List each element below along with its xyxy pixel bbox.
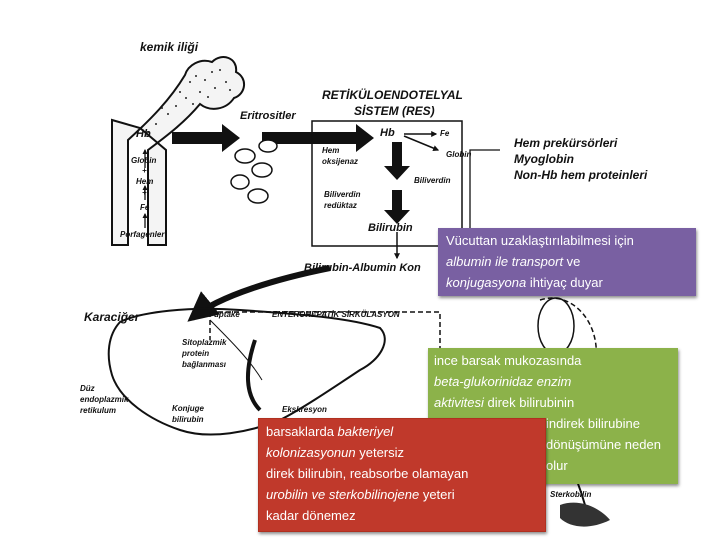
kidney-shape	[537, 297, 575, 355]
arrow-bone-to-erythrocytes	[172, 124, 240, 152]
smooth-er-line3: retikulum	[80, 406, 117, 415]
res-box	[311, 120, 463, 247]
red-callout-line3: direk bilirubin, reabsorbe olamayan	[266, 466, 469, 481]
red-callout-line1-plain: barsaklarda	[266, 424, 338, 439]
green-callout-line3-italic: aktivitesi	[434, 395, 484, 410]
hb-left-label: Hb	[136, 128, 151, 140]
bone-marrow-label: kemik iliği	[140, 40, 199, 54]
conjugated-line2: bilirubin	[172, 415, 204, 424]
green-callout-line4: indirek bilirubine	[546, 416, 640, 431]
albumin-transport-text: albumin ile transport	[446, 254, 564, 269]
excretion-path	[246, 339, 262, 412]
conjugated-line1: Konjuge	[172, 404, 204, 413]
green-callout-line3-rest: direk bilirubinin	[483, 395, 575, 410]
res-title-line2: SİSTEM (RES)	[354, 104, 435, 118]
plus-sign-1: +	[142, 166, 147, 175]
globin-left-label: Globin	[131, 156, 157, 165]
porfagenler-label: Porfagenler	[120, 230, 165, 239]
smooth-er-line2: endoplazmik	[80, 395, 129, 404]
bilirubin-albumin-label: Bilirubin-Albumin Kon	[304, 262, 421, 274]
hem-oxygenase-line1: Hem	[322, 146, 340, 155]
liver-label: Karaciğer	[84, 310, 140, 324]
red-callout-line1-italic: bakteriyel	[337, 424, 394, 439]
liver-hatching	[209, 319, 263, 381]
red-callout-line4-italic: urobilin ve sterkobilinojene	[266, 487, 420, 502]
arrow-hb-to-globin	[403, 135, 440, 151]
hem-oxygenase-line2: oksijenaz	[322, 157, 359, 166]
enterohepatic-label: ENTEROHEPATİK SİRKÜLASYON	[272, 310, 400, 319]
red-callout-line4-rest: yeteri	[419, 487, 455, 502]
arrow-hb-to-biliverdin	[384, 142, 410, 180]
hb-res-label: Hb	[380, 127, 395, 139]
smooth-er-line1: Düz	[80, 384, 95, 393]
albumin-callout-line2-rest: ve	[563, 254, 581, 269]
stool-shape	[560, 502, 610, 527]
bone-icon	[111, 56, 245, 246]
myoglobin-label: Myoglobin	[514, 152, 574, 166]
fe-res-label: Fe	[440, 129, 450, 138]
non-hb-label: Non-Hb hem proteinleri	[514, 168, 648, 182]
liver-shape	[107, 307, 386, 436]
res-title-line1: RETİKÜLOENDOTELYAL	[322, 88, 463, 102]
uptake-label: uptake	[214, 310, 240, 319]
enterohepatic-loop	[209, 311, 441, 410]
red-callout-line2-italic: kolonizasyonun	[266, 445, 356, 460]
albumin-callout-line3-rest: ihtiyaç duyar	[526, 275, 603, 290]
stercobilin-label: Sterkobilin	[550, 490, 592, 499]
excretion-label: Ekskresyon	[282, 405, 327, 414]
hem-precursors-bracket	[469, 149, 500, 230]
green-callout-line2: beta-glukorinidaz enzim	[434, 374, 572, 389]
hem-precursors-label: Hem prekürsörleri	[514, 136, 618, 150]
green-callout-line1: ince barsak mukozasında	[434, 353, 582, 368]
albumin-callout-line1: Vücuttan uzaklaştırılabilmesi için	[446, 233, 634, 248]
albumin-callout: Vücuttan uzaklaştırılabilmesi için album…	[438, 228, 696, 296]
conjugation-text: konjugasyona	[446, 275, 527, 290]
bacterial-colonization-callout: barsaklarda bakteriyel kolonizasyonun ye…	[258, 418, 546, 532]
red-callout-line2-rest: yetersiz	[355, 445, 405, 460]
hem-left-label: Hem	[136, 177, 154, 186]
biliverdin-reductase-line1: Biliverdin	[324, 190, 361, 199]
globin-res-label: Globin	[446, 150, 472, 159]
erythrocytes-label: Eritrositler	[240, 110, 296, 122]
erythrocyte-icons	[230, 139, 278, 204]
green-callout-line5: dönüşümüne neden olur	[546, 437, 661, 473]
biliverdin-label: Biliverdin	[414, 176, 451, 185]
arrow-albumin-to-liver	[187, 265, 331, 322]
cytoplasmic-line1: Sitoplazmik	[182, 338, 227, 347]
red-callout-line5: kadar dönemez	[266, 508, 356, 523]
fe-left-label: Fe	[140, 203, 150, 212]
arrow-erythrocytes-to-res	[262, 124, 374, 152]
cytoplasmic-line3: bağlanması	[182, 360, 227, 369]
bilirubin-label: Bilirubin	[368, 222, 413, 234]
plus-sign-2: +	[142, 188, 147, 197]
cytoplasmic-line2: protein	[182, 349, 210, 358]
biliverdin-reductase-line2: redüktaz	[324, 201, 357, 210]
arrow-biliverdin-to-bilirubin	[384, 190, 410, 224]
